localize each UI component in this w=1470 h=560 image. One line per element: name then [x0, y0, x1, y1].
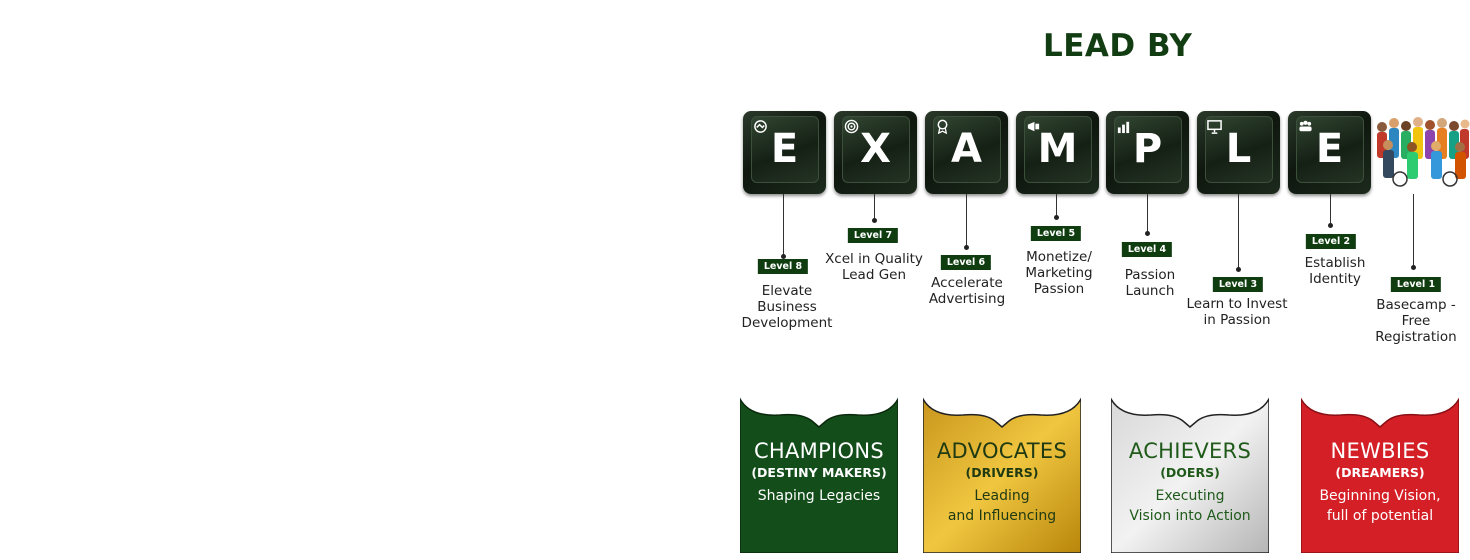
megaphone-icon	[1027, 121, 1040, 132]
tier-role: (DRIVERS)	[965, 465, 1039, 480]
key-letter: X	[860, 126, 891, 172]
level-badge: Level 1	[1390, 277, 1442, 292]
key-x-xcel: X	[834, 111, 917, 194]
presentation-screen-icon	[1207, 120, 1222, 134]
tier-banner-shape	[1301, 397, 1459, 553]
level-badge: Level 3	[1212, 277, 1264, 292]
level-description: Passion Launch	[1124, 267, 1176, 299]
tier-champions: CHAMPIONS (DESTINY MAKERS) Shaping Legac…	[740, 395, 898, 553]
tier-name: ADVOCATES	[936, 439, 1068, 463]
tier-banner-shape	[923, 397, 1081, 553]
growth-chart-icon	[1117, 121, 1130, 134]
level-badge: Level 7	[847, 228, 899, 243]
tier-banner-shape	[740, 397, 898, 553]
level-description: Learn to Invest in Passion	[1186, 296, 1288, 328]
team-icon	[1299, 120, 1312, 132]
level-badge: Level 4	[1121, 242, 1173, 257]
key-letter: L	[1225, 126, 1252, 172]
tier-name: CHAMPIONS	[753, 439, 885, 463]
key-letter: E	[1315, 126, 1344, 172]
tier-role: (DREAMERS)	[1335, 465, 1425, 480]
tier-advocates: ADVOCATES (DRIVERS) Leading and Influenc…	[923, 395, 1081, 553]
page-title: LEAD BY	[1043, 28, 1193, 64]
key-letter: E	[770, 126, 799, 172]
tier-newbies: NEWBIES (DREAMERS) Beginning Vision, ful…	[1301, 395, 1459, 553]
tier-achievers: ACHIEVERS (DOERS) Executing Vision into …	[1111, 395, 1269, 553]
tier-tagline: Shaping Legacies	[757, 488, 881, 504]
level-description: Establish Identity	[1304, 255, 1366, 287]
key-e-elevate: E	[743, 111, 826, 194]
tier-name: ACHIEVERS	[1128, 439, 1252, 463]
level-badge: Level 2	[1305, 234, 1357, 249]
award-icon	[937, 119, 948, 134]
level-badge: Level 8	[757, 259, 809, 274]
level-description: Basecamp - Free Registration	[1375, 297, 1457, 345]
key-a-accelerate: A	[925, 111, 1008, 194]
level-badge: Level 5	[1030, 226, 1082, 241]
crowd-people-icon	[1377, 117, 1470, 187]
level-description: Accelerate Advertising	[928, 275, 1006, 307]
level-description: Xcel in Quality Lead Gen	[825, 251, 923, 283]
key-l-learn: L	[1197, 111, 1280, 194]
key-letter: P	[1132, 126, 1163, 172]
level-description: Monetize/ Marketing Passion	[1025, 249, 1093, 297]
key-p-passion: P	[1106, 111, 1189, 194]
tier-name: NEWBIES	[1330, 439, 1430, 463]
tier-banner-shape	[1111, 397, 1269, 553]
tier-tagline: Leading and Influencing	[947, 488, 1057, 524]
handshake-icon	[754, 120, 767, 133]
tier-tagline: Beginning Vision, full of potential	[1319, 488, 1441, 524]
tier-tagline: Executing Vision into Action	[1129, 488, 1251, 524]
level-description: Elevate Business Development	[741, 283, 833, 331]
level-badge: Level 6	[940, 255, 992, 270]
tier-role: (DOERS)	[1160, 465, 1220, 480]
key-letter: A	[951, 126, 982, 172]
target-icon	[844, 119, 859, 134]
key-e-establish: E	[1288, 111, 1371, 194]
tier-role: (DESTINY MAKERS)	[751, 465, 887, 480]
key-m-monetize: M	[1016, 111, 1099, 194]
key-letter: M	[1037, 126, 1078, 172]
